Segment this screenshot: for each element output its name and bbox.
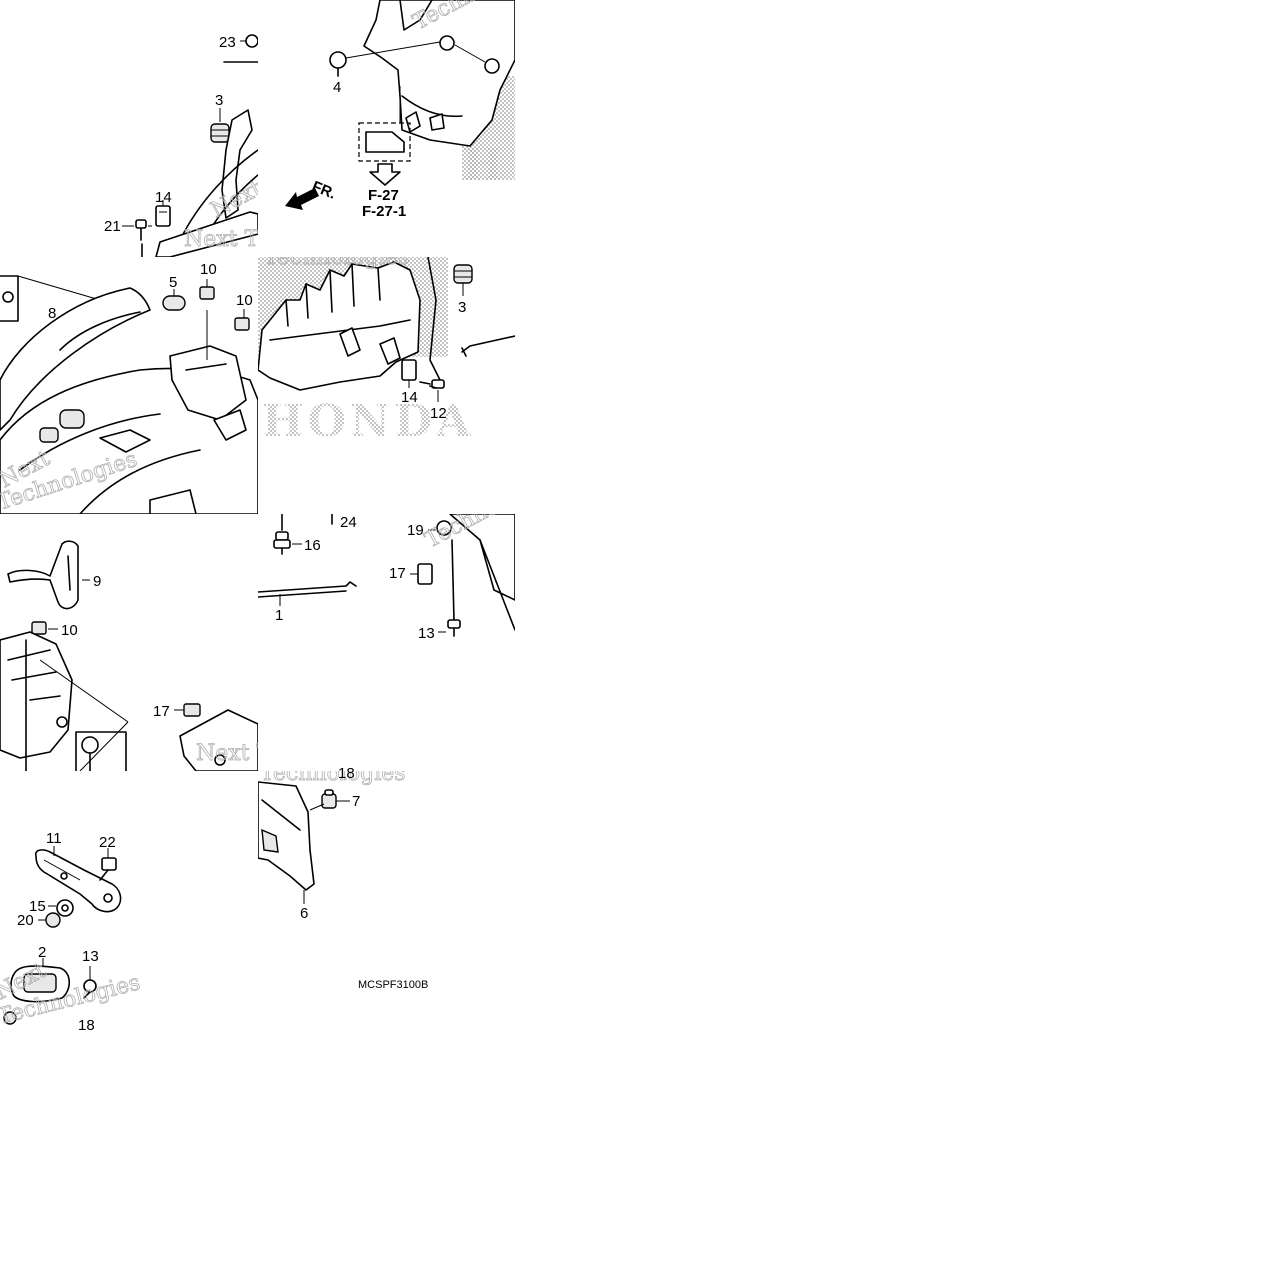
clip-nut-14-icon (155, 205, 171, 227)
arrow-down-icon (369, 163, 401, 186)
callout-5: 5 (169, 274, 177, 291)
callout-21: 21 (104, 218, 121, 235)
tile-bottom-middle: Technologies (258, 761, 515, 1028)
watermark-text: Next Tec (184, 227, 283, 252)
callout-1: 1 (275, 607, 283, 624)
clip-10-icon (199, 286, 215, 300)
clip-10-icon (234, 317, 250, 331)
callout-15: 15 (29, 898, 46, 915)
collar-15-icon (56, 899, 74, 917)
callout-10: 10 (236, 292, 253, 309)
bracket-11-icon (34, 849, 122, 913)
callout-24: 24 (340, 514, 357, 531)
diagram-code: MCSPF3100B (358, 979, 428, 991)
watermark-text: Next Te (196, 741, 283, 766)
front-arrow-icon (285, 188, 319, 210)
callout-12: 12 (430, 405, 447, 422)
callout-16: 16 (304, 537, 321, 554)
grommet-3-icon (453, 264, 473, 284)
grommet-3-icon (210, 123, 230, 143)
watermark-text: Technologies (264, 245, 410, 270)
callout-10: 10 (200, 261, 217, 278)
tile-lower-middle: Techno (258, 514, 515, 771)
callout-10: 10 (61, 622, 78, 639)
tile-bottom-left: Next Technologies (0, 771, 258, 1028)
grommet-5-icon (162, 295, 186, 311)
brand-watermark: H (462, 140, 508, 191)
callout-14: 14 (155, 189, 172, 206)
callout-3: 3 (215, 92, 223, 109)
callout-17: 17 (389, 565, 406, 582)
callout-13: 13 (418, 625, 435, 642)
collar-icon (439, 35, 455, 51)
screw-21-icon (135, 219, 147, 241)
tile-middle-left: Next Technologies (0, 257, 258, 514)
callout-3: 3 (458, 299, 466, 316)
watermark-text: Technologies (260, 761, 406, 786)
callout-20: 20 (17, 912, 34, 929)
tile-top-middle: H Techno (258, 0, 515, 257)
clip-10-icon (31, 621, 47, 635)
callout-19: 19 (407, 522, 424, 539)
callout-2: 2 (38, 944, 46, 961)
clip-17-icon (183, 703, 201, 717)
clip-17-icon (417, 563, 433, 585)
rivet-4-icon (329, 51, 347, 77)
callout-11: 11 (46, 830, 62, 847)
collar-icon (484, 58, 500, 74)
clip-nut-14-icon (401, 359, 417, 381)
light-2-icon (10, 965, 71, 1003)
screw-13-icon (447, 619, 461, 637)
callout-18: 18 (78, 1017, 95, 1034)
page-ref-f27: F-27 (368, 187, 399, 204)
screw-12-icon (419, 379, 445, 389)
callout-13: 13 (82, 948, 99, 965)
brand-watermark: HONDA (262, 396, 474, 447)
tile-lower-left: Next Te (0, 514, 283, 771)
bolt-22-icon (99, 857, 117, 881)
bolt-23-icon (245, 34, 258, 48)
nut-20-icon (45, 912, 61, 928)
callout-17: 17 (153, 703, 170, 720)
screw-13-icon (83, 979, 97, 999)
callout-4: 4 (333, 79, 341, 96)
detail-callout-box (358, 86, 411, 162)
page-ref-f27-1: F-27-1 (362, 203, 406, 220)
callout-14: 14 (401, 389, 418, 406)
callout-22: 22 (99, 834, 116, 851)
tile-center: HONDA Technologies (258, 245, 515, 514)
rod-1-icon (258, 581, 357, 593)
callout-8: 8 (48, 305, 56, 322)
bolt-16-icon (273, 531, 291, 555)
callout-7: 7 (352, 793, 360, 810)
bolt-icon (81, 736, 99, 771)
nut-19-icon (436, 520, 452, 536)
callout-9: 9 (93, 573, 101, 590)
tile-top-left: Next Tec Next (0, 0, 283, 257)
callout-18: 18 (338, 765, 355, 782)
callout-23: 23 (219, 34, 236, 51)
callout-6: 6 (300, 905, 308, 922)
grommet-7-icon (321, 789, 337, 809)
